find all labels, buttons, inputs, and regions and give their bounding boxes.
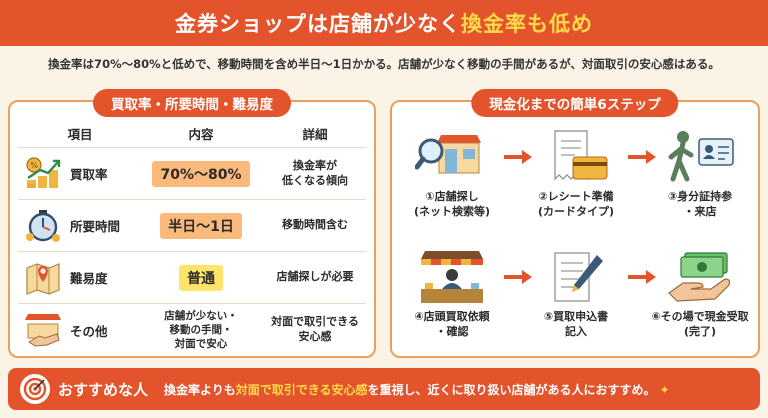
row-item-cell: 所要時間: [18, 200, 138, 251]
row-label: 所要時間: [70, 219, 121, 234]
step-label: ⑥その場で現金受取(完了): [651, 310, 749, 338]
table-row: 所要時間 半日〜1日 移動時間含む: [18, 200, 366, 252]
row-label: 買取率: [70, 167, 108, 182]
row-detail-cell: 店舗探しが必要: [264, 252, 366, 303]
row-content-cell: 70%〜80%: [138, 148, 264, 199]
detail-text: 対面で取引できる安心感: [271, 315, 359, 343]
table-header-row: 項目 内容 詳細: [18, 120, 366, 148]
row-detail-cell: 対面で取引できる安心感: [264, 304, 366, 356]
row-content-cell: 普通: [138, 252, 264, 303]
header-detail: 詳細: [302, 127, 328, 142]
step-label: ③身分証持参・来店: [667, 190, 733, 218]
recommendation-text-em: 対面で取引できる安心感: [235, 382, 368, 397]
content-value: 普通: [179, 264, 223, 291]
sparkle-icon: ✦: [659, 382, 670, 397]
step-1: ①店舗探し(ネット検索等): [402, 128, 502, 220]
step-label: ⑤買取申込書記入: [543, 310, 609, 338]
rate-table: 項目 内容 詳細 % 買取率 70%〜80% 換金率: [18, 120, 366, 356]
row-item-cell: その他: [18, 304, 138, 356]
row-content-cell: 店舗が少ない・移動の手間・対面で安心: [138, 304, 264, 356]
row-item-cell: 難易度: [18, 252, 138, 303]
shop-counter-icon: [402, 248, 502, 306]
row-label: その他: [70, 323, 108, 339]
row-label: 難易度: [70, 271, 108, 286]
arrow-right-icon: [628, 150, 656, 164]
row-detail-cell: 換金率が低くなる傾向: [264, 148, 366, 199]
summary-text: 換金率は70%〜80%と低めで、移動時間を含め半日〜1日かかる。店舗が少なく移動…: [48, 57, 720, 71]
cash-hand-icon: [650, 248, 750, 306]
table-panel-title: 買取率・所要時間・難易度: [93, 89, 291, 117]
step-label: ②レシート準備(カードタイプ): [537, 190, 615, 218]
detail-text: 店舗探しが必要: [276, 270, 354, 284]
form-pen-icon: [526, 248, 626, 306]
rate-table-panel: 買取率・所要時間・難易度 項目 内容 詳細 % 買取率: [8, 89, 376, 358]
table-row: % 買取率 70%〜80% 換金率が低くなる傾向: [18, 148, 366, 200]
step-3: ③身分証持参・来店: [650, 128, 750, 220]
step-2: ②レシート準備(カードタイプ): [526, 128, 626, 220]
detail-text: 移動時間含む: [282, 218, 348, 232]
recommendation-text-pre: 換金率よりも: [164, 382, 236, 397]
detail-text: 換金率が低くなる傾向: [282, 158, 348, 187]
step-label: ①店舗探し(ネット検索等): [413, 190, 491, 218]
content-value: 店舗が少ない・移動の手間・対面で安心: [164, 309, 238, 351]
row-content-cell: 半日〜1日: [138, 200, 264, 251]
arrow-right-icon: [504, 150, 532, 164]
walking-id-icon: [650, 128, 750, 186]
svg-text:%: %: [30, 161, 38, 170]
title-accent: 換金率も低め: [461, 12, 593, 36]
header-content: 内容: [188, 127, 214, 142]
arrow-right-icon: [504, 270, 532, 284]
money-growth-icon: %: [22, 154, 64, 194]
receipt-card-icon: [526, 128, 626, 186]
map-pin-icon: [22, 258, 64, 298]
recommendation-text: 換金率よりも対面で取引できる安心感を重視し、近くに取り扱い店舗がある人におすすめ…: [164, 381, 670, 398]
row-item-cell: % 買取率: [18, 148, 138, 199]
step-4: ④店頭買取依頼・確認: [402, 248, 502, 340]
stopwatch-icon: [22, 206, 64, 246]
step-6: ⑥その場で現金受取(完了): [650, 248, 750, 340]
page-title: 金券ショップは店舗が少なく換金率も低め: [175, 8, 593, 38]
content-value: 70%〜80%: [152, 160, 250, 187]
row-detail-cell: 移動時間含む: [264, 200, 366, 251]
table-row: 難易度 普通 店舗探しが必要: [18, 252, 366, 304]
step-label: ④店頭買取依頼・確認: [414, 310, 490, 338]
header-banner: 金券ショップは店舗が少なく換金率も低め: [0, 0, 768, 46]
shop-handshake-icon: [22, 310, 64, 350]
store-search-icon: [402, 128, 502, 186]
content-value: 半日〜1日: [160, 212, 242, 239]
target-icon: [20, 374, 50, 404]
recommendation-label: おすすめな人: [58, 380, 149, 399]
title-main: 金券ショップは店舗が少なく: [175, 12, 461, 36]
step-5: ⑤買取申込書記入: [526, 248, 626, 340]
steps-panel-title: 現金化までの簡単6ステップ: [471, 89, 679, 117]
recommendation-banner: おすすめな人 換金率よりも対面で取引できる安心感を重視し、近くに取り扱い店舗があ…: [8, 368, 760, 410]
table-row: その他 店舗が少ない・移動の手間・対面で安心 対面で取引できる安心感: [18, 304, 366, 356]
header-item: 項目: [67, 127, 93, 142]
steps-panel: 現金化までの簡単6ステップ ①店舗探し(ネット検索等) ②レシート準備(カードタ…: [390, 89, 760, 358]
recommendation-text-post: を重視し、近くに取り扱い店舗がある人におすすめ。: [367, 382, 656, 397]
arrow-right-icon: [628, 270, 656, 284]
